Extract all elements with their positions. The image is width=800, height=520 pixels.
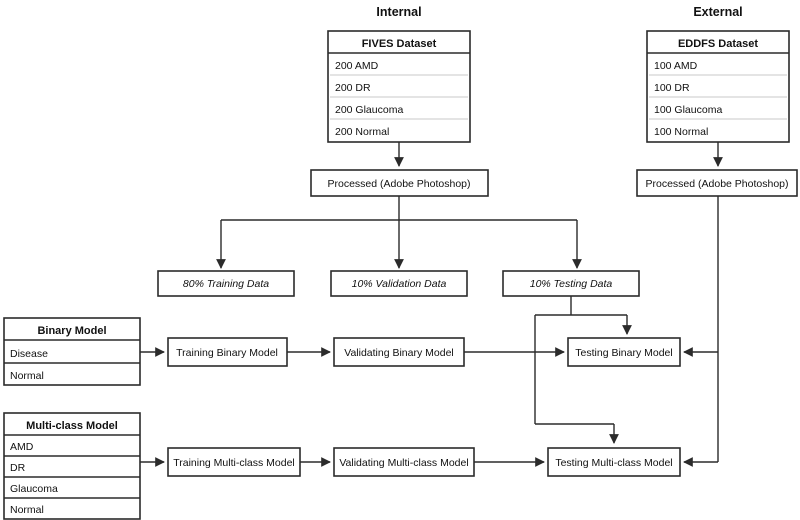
dataset-row-eddfs-normal: 100 Normal — [654, 126, 708, 138]
dataset-header-fives: FIVES Dataset — [362, 38, 437, 50]
model-header-binary: Binary Model — [37, 325, 106, 337]
model-row-binary-disease: Disease — [10, 348, 48, 360]
stage-box-testing-binary: Testing Binary Model — [567, 337, 681, 367]
model-box-multiclass: Multi-class Model AMD DR Glaucoma Normal — [3, 412, 141, 520]
model-row-multiclass-glaucoma: Glaucoma — [10, 483, 58, 495]
processed-box-external: Processed (Adobe Photoshop) — [636, 169, 798, 197]
split-box-testing-data: 10% Testing Data — [502, 270, 640, 297]
split-box-validation-data: 10% Validation Data — [330, 270, 468, 297]
column-title-internal: Internal — [376, 5, 421, 19]
stage-label-validating-multiclass: Validating Multi-class Model — [339, 457, 468, 469]
model-row-binary-normal: Normal — [10, 370, 44, 382]
processed-label-external: Processed (Adobe Photoshop) — [645, 178, 788, 190]
dataset-row-fives-dr: 200 DR — [335, 82, 371, 94]
model-header-multiclass: Multi-class Model — [26, 420, 118, 432]
stage-box-validating-multiclass: Validating Multi-class Model — [333, 447, 475, 477]
processed-box-internal: Processed (Adobe Photoshop) — [310, 169, 489, 197]
model-box-binary: Binary Model Disease Normal — [3, 317, 141, 386]
dataset-row-eddfs-glaucoma: 100 Glaucoma — [654, 104, 722, 116]
dataset-header-eddfs: EDDFS Dataset — [678, 38, 758, 50]
stage-label-testing-multiclass: Testing Multi-class Model — [555, 457, 672, 469]
dataset-row-fives-normal: 200 Normal — [335, 126, 389, 138]
column-title-external: External — [693, 5, 742, 19]
dataset-row-fives-amd: 200 AMD — [335, 60, 379, 72]
split-label-validation-data: 10% Validation Data — [352, 278, 447, 290]
model-row-multiclass-normal: Normal — [10, 504, 44, 516]
stage-box-training-binary: Training Binary Model — [167, 337, 288, 367]
dataset-row-eddfs-amd: 100 AMD — [654, 60, 698, 72]
dataset-box-eddfs: EDDFS Dataset 100 AMD 100 DR 100 Glaucom… — [646, 30, 790, 143]
split-box-training-data: 80% Training Data — [157, 270, 295, 297]
stage-box-testing-multiclass: Testing Multi-class Model — [547, 447, 681, 477]
dataset-row-fives-glaucoma: 200 Glaucoma — [335, 104, 403, 116]
split-label-testing-data: 10% Testing Data — [530, 278, 613, 290]
dataset-box-fives: FIVES Dataset 200 AMD 200 DR 200 Glaucom… — [327, 30, 471, 143]
split-label-training-data: 80% Training Data — [183, 278, 269, 290]
model-row-multiclass-amd: AMD — [10, 441, 34, 453]
processed-label-internal: Processed (Adobe Photoshop) — [327, 178, 470, 190]
stage-box-validating-binary: Validating Binary Model — [333, 337, 465, 367]
stage-label-validating-binary: Validating Binary Model — [344, 347, 454, 359]
stage-label-training-binary: Training Binary Model — [176, 347, 278, 359]
stage-box-training-multiclass: Training Multi-class Model — [167, 447, 301, 477]
model-row-multiclass-dr: DR — [10, 462, 26, 474]
stage-label-training-multiclass: Training Multi-class Model — [173, 457, 295, 469]
dataset-row-eddfs-dr: 100 DR — [654, 82, 690, 94]
stage-label-testing-binary: Testing Binary Model — [575, 347, 672, 359]
